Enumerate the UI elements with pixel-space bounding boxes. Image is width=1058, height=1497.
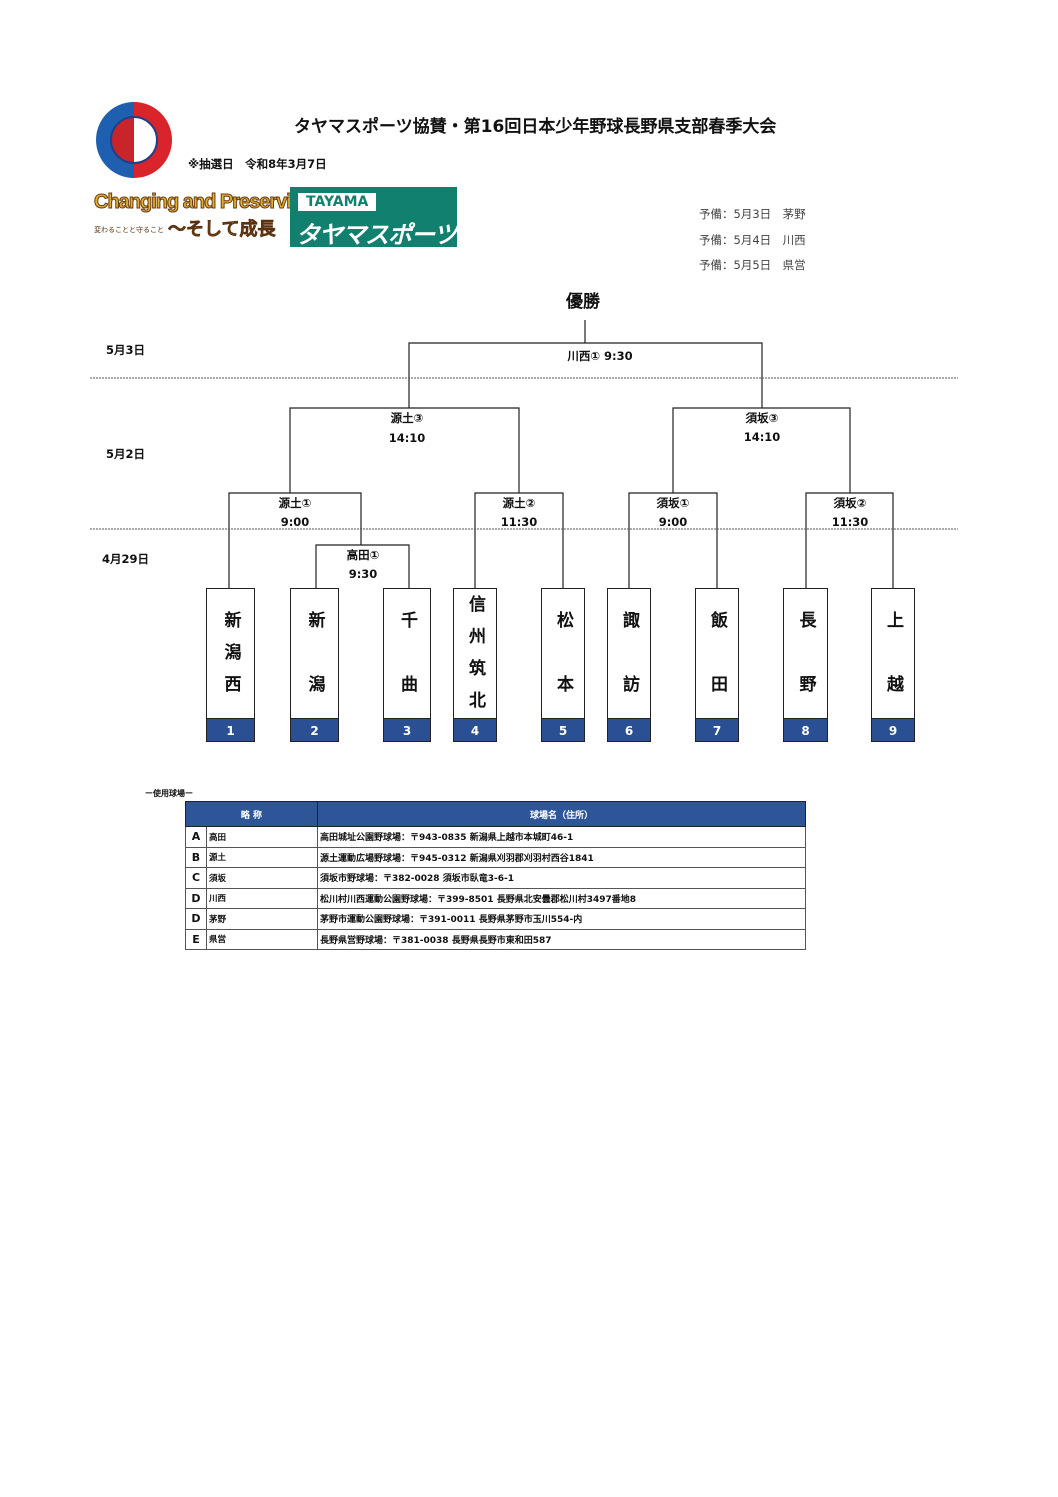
- qf1-venue: 源土①: [278, 496, 312, 510]
- venue-name: 源土運動広場野球場：〒945-0312 新潟県刈羽郡刈羽村西谷1841: [317, 846, 806, 868]
- slogan-small: 変わることと守ること: [94, 226, 164, 234]
- venue-letter: C: [185, 867, 207, 889]
- team-number: 3: [383, 718, 431, 742]
- team-box: 信州筑北: [453, 588, 497, 723]
- date-round-first: 4月29日: [102, 552, 150, 566]
- team-number: 6: [607, 718, 651, 742]
- qf2-venue: 源土②: [502, 496, 536, 510]
- tayama-jp: タヤマスポーツ: [296, 221, 458, 249]
- venue-abbrev: 須坂: [206, 867, 318, 889]
- semi2-venue: 須坂③: [745, 411, 779, 425]
- slogan-sub: ～そして成長: [168, 219, 276, 241]
- semi1-venue: 源土③: [390, 411, 424, 425]
- qf3-venue: 須坂①: [656, 496, 690, 510]
- team-number: 8: [783, 718, 828, 742]
- venue-abbrev: 茅野: [206, 908, 318, 930]
- team-box: 諏訪: [607, 588, 651, 739]
- venue-abbrev: 川西: [206, 887, 318, 909]
- team-name: 諏訪: [619, 611, 639, 739]
- team-number: 1: [206, 718, 255, 742]
- venue-name: 長野県営野球場：〒381-0038 長野県長野市東和田587: [317, 928, 806, 950]
- venue-name: 松川村川西運動公園野球場：〒399-8501 長野県北安曇郡松川村3497番地8: [317, 887, 806, 909]
- reserve-3: 予備：5月5日 県営: [699, 258, 806, 272]
- team-number: 5: [541, 718, 585, 742]
- qf4-venue: 須坂②: [833, 496, 867, 510]
- team-name: 新潟: [304, 611, 325, 739]
- team-name: 千曲: [397, 611, 417, 739]
- slogan-text: Changing and Preserving: [93, 191, 314, 214]
- champion-label: 優勝: [566, 292, 600, 312]
- venue-abbrev: 源土: [206, 846, 318, 868]
- team-box: 長野: [783, 588, 828, 739]
- qf2-time: 11:30: [500, 515, 538, 529]
- reserve-2: 予備：5月4日 川西: [699, 233, 806, 247]
- team-box: 松本: [541, 588, 585, 739]
- venue-name: 須坂市野球場：〒382-0028 須坂市臥竜3-6-1: [317, 867, 806, 889]
- team-name: 上越: [883, 611, 903, 739]
- final-label: 川西① 9:30: [567, 349, 633, 363]
- team-name: 新潟西: [220, 611, 241, 707]
- venue-letter: E: [185, 928, 207, 950]
- team-box: 千曲: [383, 588, 431, 739]
- tayama-en: TAYAMA: [298, 193, 377, 211]
- venue-name: 高田城址公園野球場：〒943-0835 新潟県上越市本城町46-1: [317, 826, 806, 848]
- qf1-time: 9:00: [280, 515, 310, 529]
- reserve-1: 予備：5月3日 茅野: [699, 207, 806, 221]
- semi1-time: 14:10: [388, 431, 426, 445]
- boys-league-logo: [96, 102, 172, 178]
- venue-abbrev: 県営: [206, 928, 318, 950]
- team-name: 飯田: [707, 611, 727, 739]
- semi2-time: 14:10: [743, 430, 781, 444]
- venue-letter: B: [185, 846, 207, 868]
- team-box: 新潟西: [206, 588, 255, 718]
- slogan-logo: Changing and Preserving 変わることと守ること ～そして成…: [93, 190, 314, 248]
- team-number: 9: [871, 718, 915, 742]
- venue-letter: A: [185, 826, 207, 848]
- date-round-final: 5月3日: [106, 343, 146, 357]
- r1-time: 9:30: [348, 567, 378, 581]
- team-name: 松本: [553, 611, 573, 739]
- venues-title: ー使用球場ー: [145, 789, 193, 798]
- venue-letter: D: [185, 887, 207, 909]
- venue-letter: D: [185, 908, 207, 930]
- col-abbrev: 略 称: [185, 801, 318, 827]
- venue-abbrev: 高田: [206, 826, 318, 848]
- date-round-semi: 5月2日: [106, 447, 146, 461]
- team-box: 飯田: [695, 588, 739, 739]
- team-number: 2: [290, 718, 339, 742]
- venue-name: 茅野市運動公園野球場：〒391-0011 長野県茅野市玉川554-内: [317, 908, 806, 930]
- team-box: 新潟: [290, 588, 339, 739]
- draw-date: ※抽選日 令和8年3月7日: [188, 157, 327, 171]
- tayama-logo: TAYAMA タヤマスポーツ: [290, 187, 458, 249]
- bracket-lines: [90, 320, 958, 588]
- page-title: タヤマスポーツ協賛・第16回日本少年野球長野県支部春季大会: [294, 117, 777, 137]
- qf4-time: 11:30: [831, 515, 869, 529]
- r1-venue: 高田①: [346, 548, 380, 562]
- col-venue: 球場名（住所）: [317, 801, 806, 827]
- qf3-time: 9:00: [658, 515, 688, 529]
- team-name: 長野: [795, 611, 816, 739]
- team-box: 上越: [871, 588, 915, 739]
- team-number: 4: [453, 718, 497, 742]
- team-number: 7: [695, 718, 739, 742]
- team-name: 信州筑北: [465, 595, 485, 723]
